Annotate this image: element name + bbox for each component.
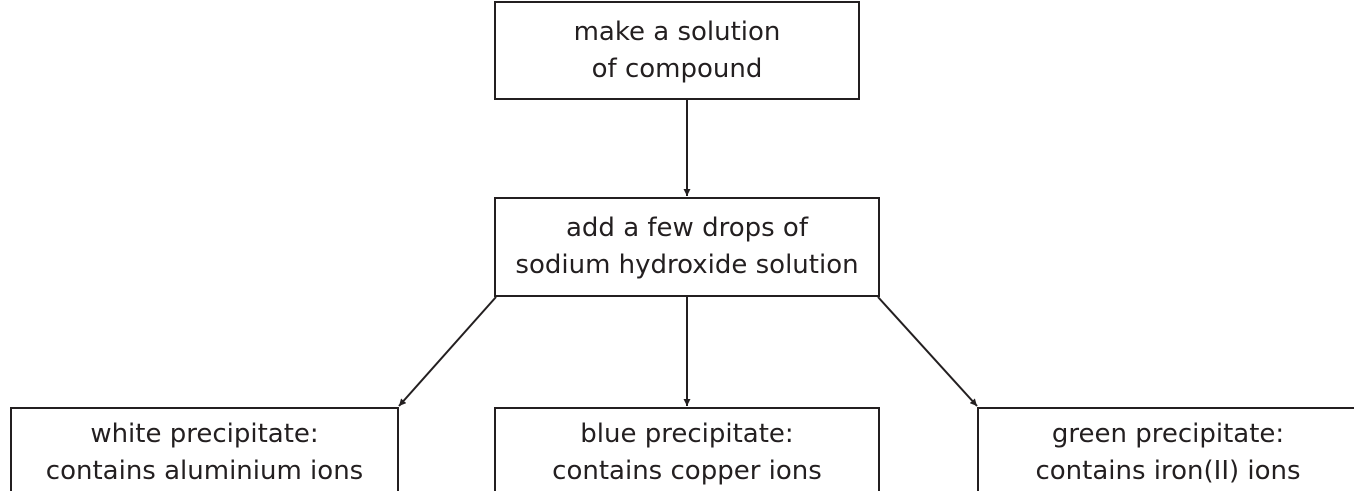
test-box: add a few drops of sodium hydroxide solu… [494,197,880,297]
start-box-line-2: of compound [591,53,763,84]
result-box-white: white precipitate: contains aluminium io… [10,407,399,491]
result-white-line-2: contains aluminium ions [45,456,364,486]
result-box-blue: blue precipitate: contains copper ions [494,407,880,491]
start-box-line-1: make a solution [573,16,781,47]
test-box-line-1: add a few drops of [566,213,808,243]
result-green-line-2: contains iron(II) ions [1035,456,1301,486]
result-green-line-1: green precipitate: [1051,419,1285,449]
result-blue-line-1: blue precipitate: [580,419,794,449]
test-box-line-2: sodium hydroxide solution [515,250,859,280]
result-white-line-1: white precipitate: [90,419,319,449]
result-blue-line-2: contains copper ions [552,456,822,486]
result-box-green: green precipitate: contains iron(II) ion… [977,407,1354,491]
start-box: make a solution of compound [494,1,860,100]
arrow-test-to-white [398,296,497,407]
arrow-test-to-green [877,296,978,407]
